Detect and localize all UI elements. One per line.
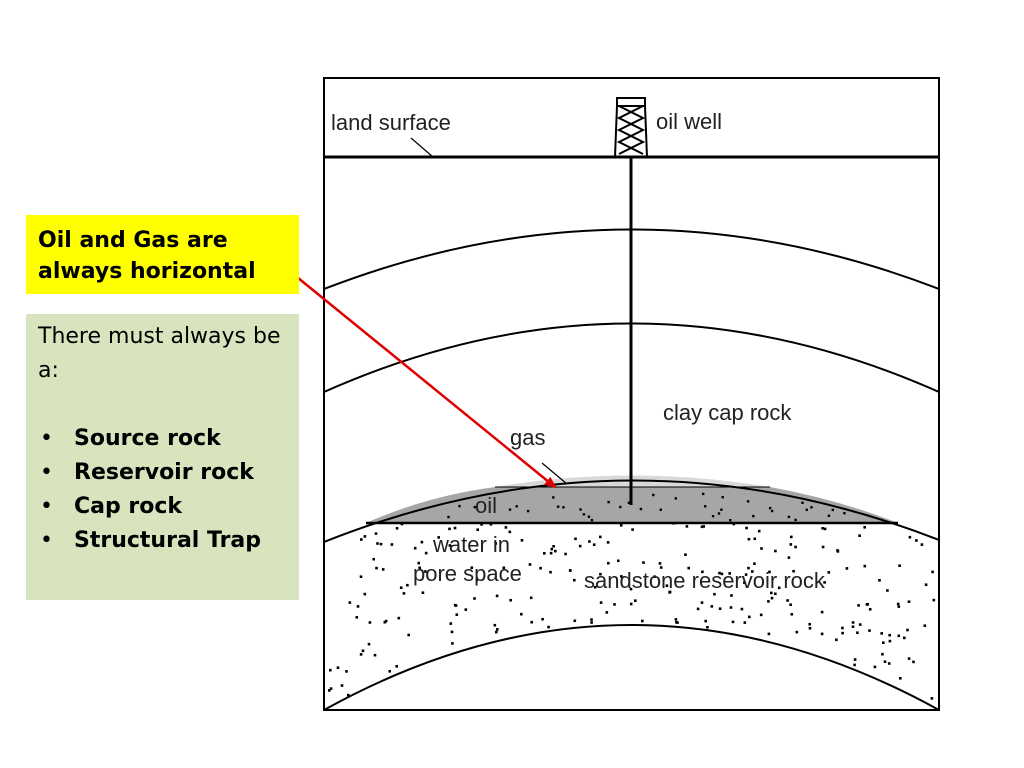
requirement-item: •Cap rock xyxy=(38,490,291,524)
label-gas: gas xyxy=(510,425,545,450)
bullet-icon: • xyxy=(40,426,53,451)
callout-headline: Oil and Gas are always horizontal xyxy=(38,228,256,284)
requirements-intro: There must always be a: xyxy=(38,324,281,383)
gas-leader xyxy=(541,462,568,485)
bullet-icon: • xyxy=(40,460,53,485)
label-oil: oil xyxy=(475,493,497,518)
sandstone-reservoir-layer xyxy=(324,480,939,710)
label-water-line2: pore space xyxy=(413,561,522,586)
requirement-item: •Reservoir rock xyxy=(38,456,291,490)
oil-stipple xyxy=(447,492,846,522)
oil-derrick-icon xyxy=(614,97,648,158)
requirement-item: •Structural Trap xyxy=(38,524,291,558)
label-sandstone-reservoir: sandstone reservoir rock xyxy=(584,568,826,593)
reservoir-bottom-boundary xyxy=(324,624,939,710)
callout-arrow xyxy=(291,272,557,489)
horizontal-callout: Oil and Gas are always horizontal xyxy=(26,215,299,294)
label-land-surface: land surface xyxy=(331,110,451,135)
requirements-panel: There must always be a: •Source rock •Re… xyxy=(26,314,299,600)
requirements-list: •Source rock •Reservoir rock •Cap rock •… xyxy=(38,422,291,558)
label-oil-well: oil well xyxy=(656,109,722,134)
land-surface-leader xyxy=(410,137,434,158)
label-clay-cap-rock: clay cap rock xyxy=(663,400,792,425)
bullet-icon: • xyxy=(40,494,53,519)
bullet-icon: • xyxy=(40,528,53,553)
diagram-frame xyxy=(323,77,940,711)
label-water-line1: water in xyxy=(432,532,510,557)
requirement-item: •Source rock xyxy=(38,422,291,456)
sandstone-stipple xyxy=(328,491,936,700)
